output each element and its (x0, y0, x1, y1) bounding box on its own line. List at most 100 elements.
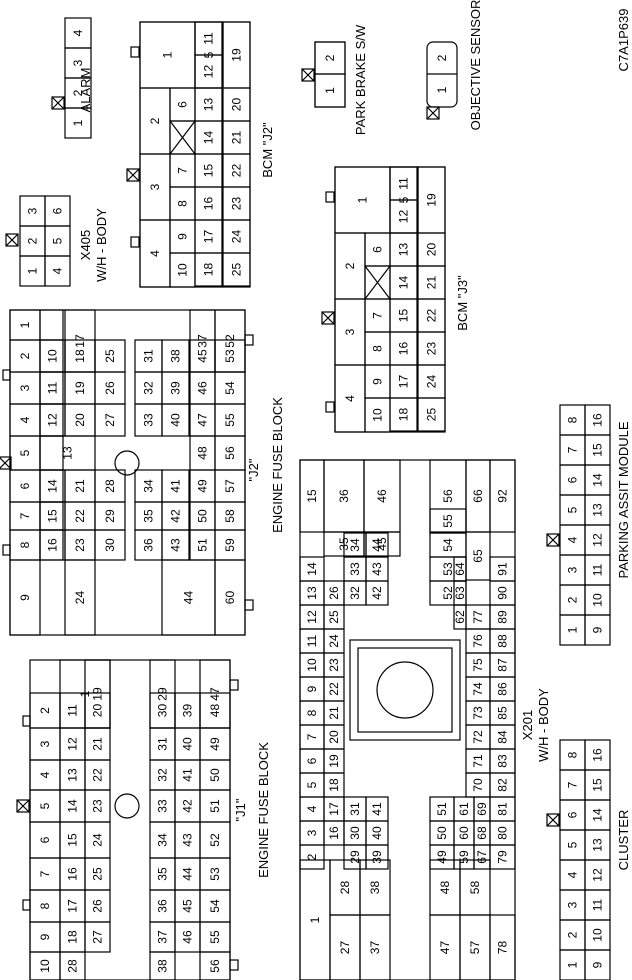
pin-cell (149, 951, 176, 980)
j1-pin: 41 (181, 768, 195, 782)
bcm-j2-pin: 3 (148, 183, 162, 190)
j1-pin: 15 (66, 833, 80, 847)
bcm-j2-pin: 24 (230, 230, 244, 244)
j1-pin: 2 (38, 707, 52, 714)
x201-pin: 79 (496, 850, 510, 864)
bcm-j3-pin: 11 (397, 177, 411, 190)
alarm-pin: 4 (71, 29, 85, 36)
x201-pin: 17 (327, 802, 341, 816)
cluster-pin: 13 (591, 838, 605, 852)
j1-pin: 8 (38, 902, 52, 909)
bcm-j2-pin: 11 (202, 32, 216, 45)
bcm-j2-pin: 17 (202, 230, 216, 244)
parking-assist-pin: 6 (566, 476, 580, 483)
parking-assist-pin: 3 (566, 566, 580, 573)
j2-pin: 16 (46, 538, 60, 552)
j2-pin: 44 (182, 591, 196, 605)
x201-label-1: X201 (520, 710, 535, 740)
x201-pin: 19 (327, 754, 341, 768)
bcm-j3-pin: 7 (371, 312, 385, 319)
bcm-j2-pin: 8 (176, 200, 190, 207)
j1-pin: 19 (91, 687, 105, 701)
x201-pin: 25 (327, 610, 341, 624)
x201-pin: 14 (305, 562, 319, 576)
parking-assist-pin: 15 (591, 443, 605, 457)
j1-pin: 18 (66, 930, 80, 944)
x201-pin: 50 (435, 826, 449, 840)
bcm-j2-pin: 13 (202, 98, 216, 112)
j1-pin: 50 (208, 768, 222, 782)
j2-pin: 32 (142, 381, 156, 395)
bcm-j2-label: BCM "J2" (260, 122, 275, 178)
objective-sensor-label: OBJECTIVE SENSOR (468, 0, 483, 130)
cluster-pin: 9 (591, 961, 605, 968)
pin-cell (389, 397, 418, 432)
x201-pin: 68 (475, 826, 489, 840)
x201-pin: 90 (496, 586, 510, 600)
j1-pin: 11 (66, 704, 80, 717)
j1-pin: 46 (181, 930, 195, 944)
j1-pin: 29 (156, 687, 170, 701)
j2-pin: 25 (103, 349, 117, 363)
connector-lock-cross (0, 456, 12, 469)
connector-lock-cross (301, 68, 315, 82)
j2-pin: 11 (46, 381, 60, 394)
parking-assist-pin: 14 (591, 473, 605, 487)
cluster-pin: 10 (591, 928, 605, 942)
parking-assist-pin: 16 (591, 413, 605, 427)
j2-pin: 21 (73, 479, 87, 493)
x201-pin: 52 (441, 586, 455, 600)
bcm-j3-pin: 19 (425, 193, 439, 207)
x201-pin: 55 (441, 514, 455, 528)
bcm-j3-pin: 25 (425, 408, 439, 422)
x201-pin: 59 (457, 850, 471, 864)
bcm-j2-pin: 18 (202, 263, 216, 277)
bcm-j2-pin: 16 (202, 197, 216, 211)
j2-pin: 54 (223, 381, 237, 395)
j1-pin: 16 (66, 867, 80, 881)
x201-pin: 37 (368, 941, 382, 955)
j2-pin: 29 (103, 509, 117, 523)
bcm-j3-pin: 16 (397, 342, 411, 356)
connector-tab (325, 191, 335, 203)
parking-assist-pin: 5 (566, 506, 580, 513)
j1-pin: 33 (156, 799, 170, 813)
x201-pin: 22 (327, 682, 341, 696)
bcm-j2-pin: 20 (230, 98, 244, 112)
pin-cell (39, 309, 64, 341)
x405-pin: 2 (26, 237, 40, 244)
x201-pin: 84 (496, 730, 510, 744)
x201-pin: 7 (305, 733, 319, 740)
x201-pin: 87 (496, 658, 510, 672)
x405-pin: 6 (51, 207, 65, 214)
pin-cell (359, 859, 391, 916)
x201-pin: 35 (337, 537, 351, 551)
j2-pin: 24 (73, 591, 87, 605)
connector-lock (5, 233, 19, 247)
pin-cell (365, 532, 389, 558)
x201-pin: 77 (471, 610, 485, 624)
pin-cell (417, 397, 446, 432)
j1-pin: 55 (208, 930, 222, 944)
j2-pin: 8 (18, 541, 32, 548)
pin-cell (214, 435, 246, 471)
x201-pin: 12 (305, 610, 319, 624)
cluster-pin: 5 (566, 841, 580, 848)
j2-pin: 47 (196, 413, 210, 427)
blank-pin-cross (169, 120, 196, 155)
x405-label-2: W/H - BODY (94, 208, 109, 282)
x201-pin: 58 (468, 881, 482, 895)
j2-pin: 30 (103, 538, 117, 552)
bcm-j2-pin: 21 (230, 131, 244, 145)
x201-pin: 20 (327, 730, 341, 744)
x201-pin: 81 (496, 802, 510, 816)
j2-pin: 45 (196, 349, 210, 363)
x201-pin: 76 (471, 634, 485, 648)
x201-pin: 23 (327, 658, 341, 672)
bcm-j2-pin: 1 (161, 51, 175, 58)
x201-pin: 57 (468, 941, 482, 955)
x201-pin: 60 (457, 826, 471, 840)
x201-pin: 89 (496, 610, 510, 624)
parking-assist-pin: 11 (591, 563, 605, 576)
x201-pin: 67 (475, 850, 489, 864)
